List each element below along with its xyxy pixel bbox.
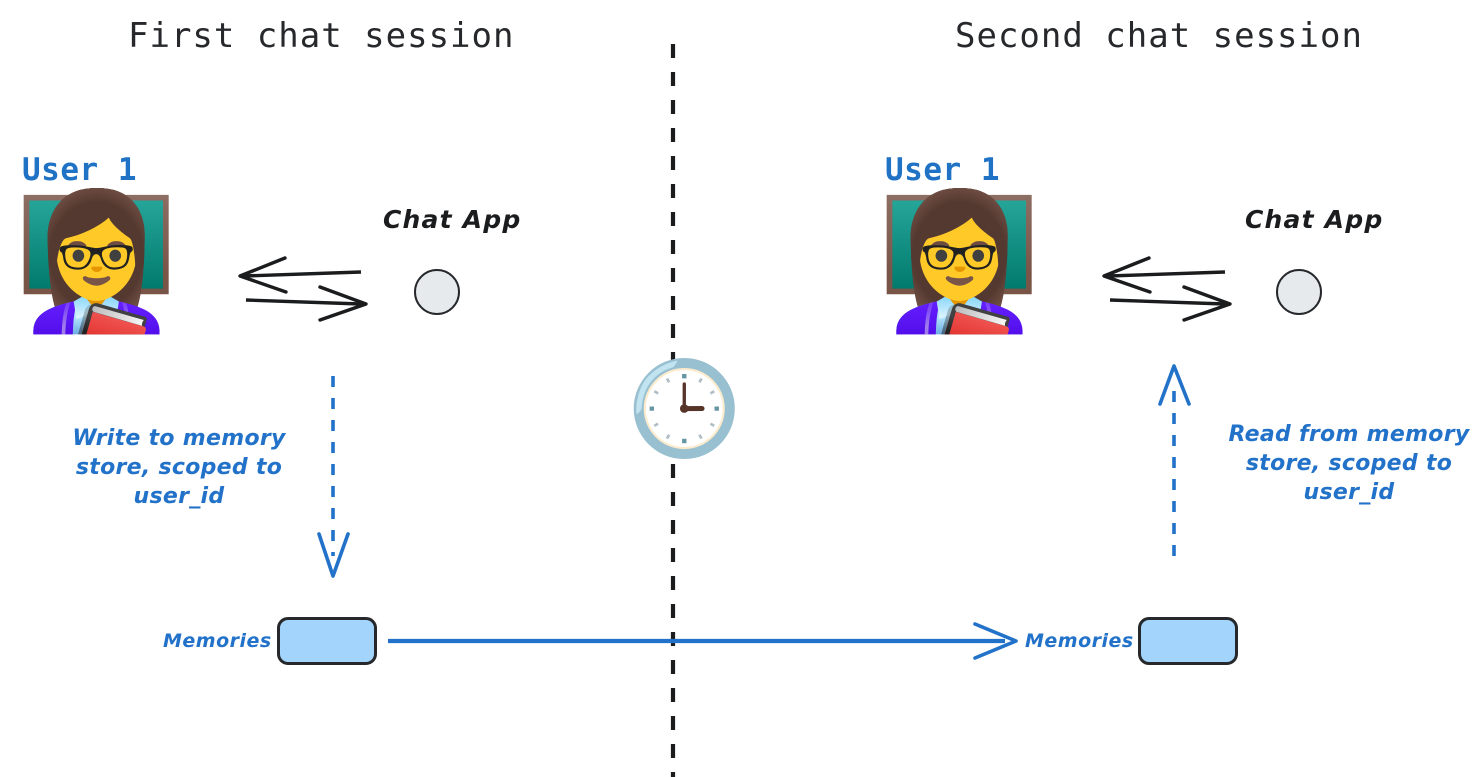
right-chat-app-circle-icon [1276,269,1322,315]
left-chat-app-label: Chat App [383,205,522,234]
left-user-label: User 1 [22,152,137,188]
right-user-label: User 1 [885,152,1000,188]
left-woman-teacher-avatar-icon: 👩‍🏫 [14,185,179,339]
right-read-note-line-3: user_id [1303,480,1395,506]
right-woman-teacher-avatar-icon: 👩‍🏫 [877,185,1042,339]
left-write-note: Write to memory store, scoped to user_id [48,424,310,511]
left-arrow-app-to-user [238,256,362,294]
right-arrow-app-to-user [1102,256,1226,294]
left-memory-store-box [277,617,377,665]
right-read-arrow [1158,364,1191,556]
right-chat-app-label: Chat App [1245,205,1384,234]
left-chat-app-circle-icon [414,269,460,315]
right-memories-label: Memories [1025,630,1134,652]
left-write-note-line-2: store, scoped to [75,455,283,481]
left-session-title: First chat session [128,16,515,56]
left-memories-label: Memories [163,630,272,652]
right-read-note-line-2: store, scoped to [1245,451,1453,477]
memory-persistence-arrow [388,622,1018,660]
right-arrow-user-to-app [1109,285,1232,322]
clock-icon: 🕒 [627,355,742,462]
right-session-title: Second chat session [955,16,1363,56]
right-read-note: Read from memory store, scoped to user_i… [1218,420,1480,507]
left-write-note-line-3: user_id [133,484,225,510]
left-arrow-user-to-app [245,285,368,322]
left-write-arrow [317,376,350,578]
left-write-note-line-1: Write to memory [72,426,286,451]
right-read-note-line-1: Read from memory [1228,422,1470,447]
right-memory-store-box [1138,617,1238,665]
